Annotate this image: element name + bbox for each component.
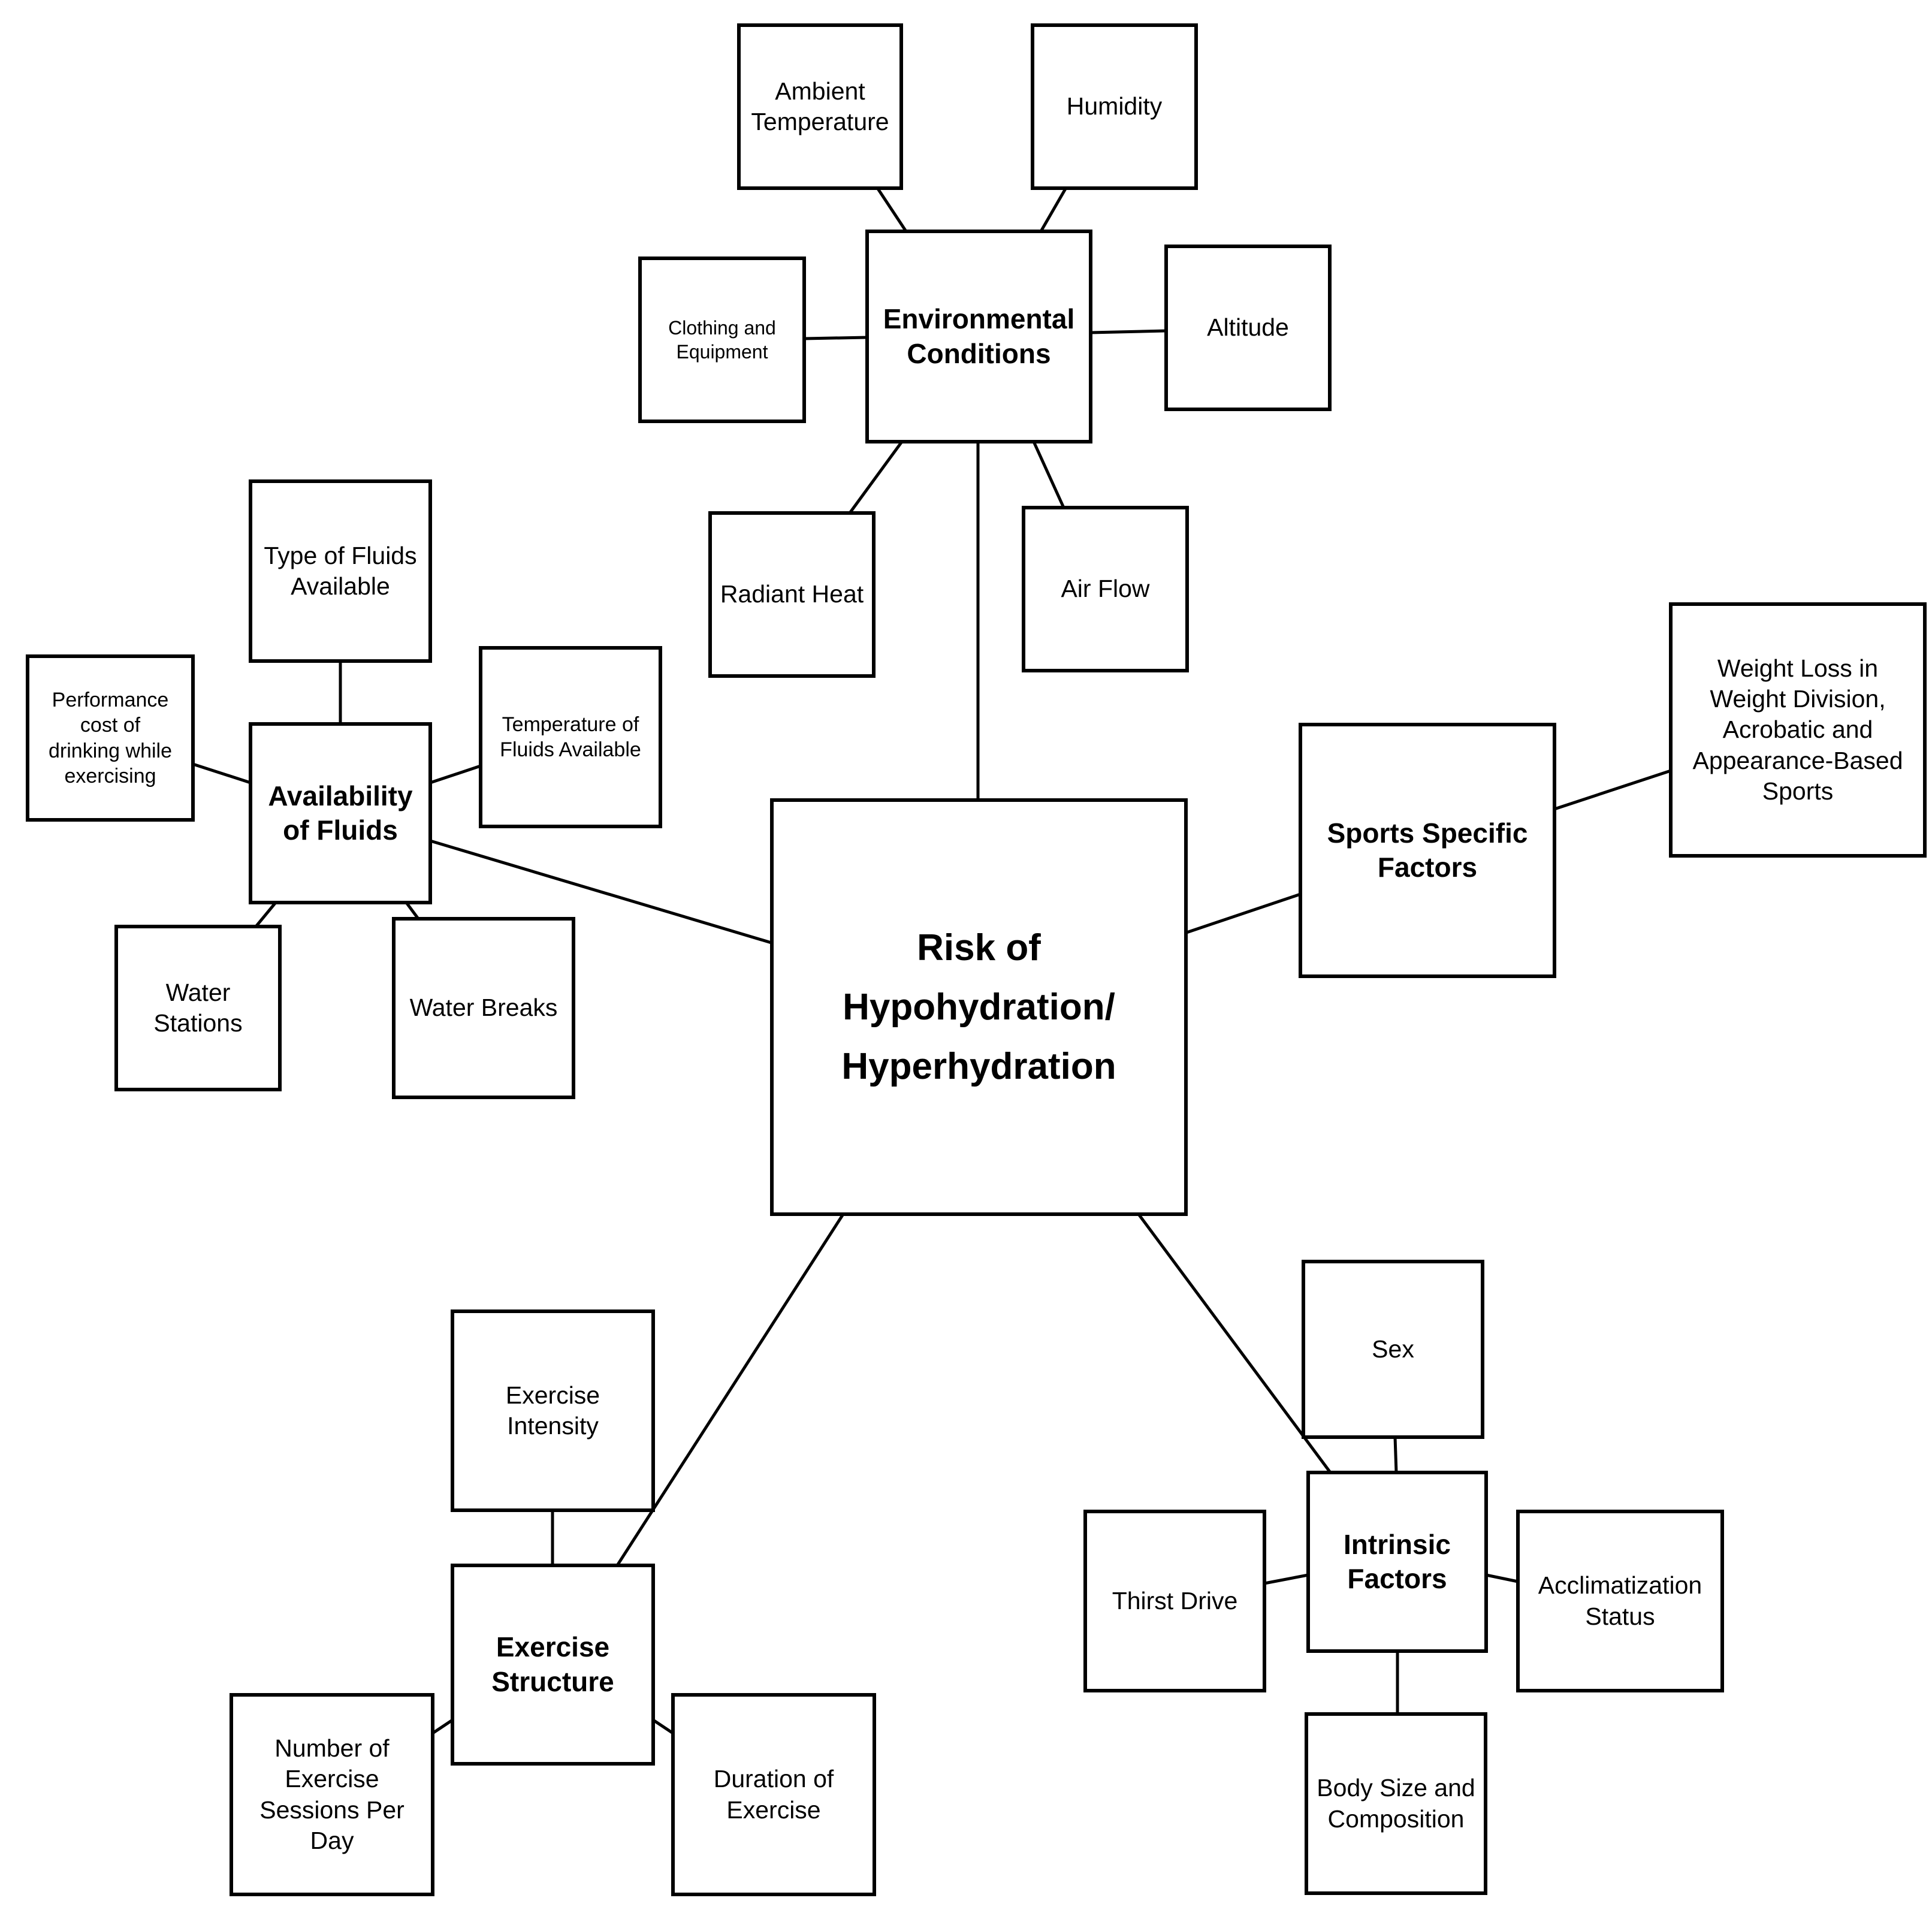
sex-node: Sex (1302, 1260, 1484, 1439)
humidity-node: Humidity (1031, 23, 1198, 190)
exercise-duration-label: Duration of Exercise (713, 1765, 834, 1824)
thirst-drive-node: Thirst Drive (1083, 1510, 1266, 1692)
humidity-label: Humidity (1066, 92, 1163, 120)
performance-cost-node: Performance cost of drinking while exerc… (26, 654, 195, 822)
acclimatization-status-node: Acclimatization Status (1516, 1510, 1724, 1692)
exercise-intensity-label: Exercise Intensity (505, 1381, 600, 1440)
connector-intrinsic-sex (1393, 1437, 1398, 1473)
type-of-fluids-label: Type of Fluids Available (264, 541, 417, 600)
exercise-structure-label: Exercise Structure (491, 1631, 614, 1697)
clothing-equipment-label: Clothing and Equipment (668, 317, 776, 363)
thirst-drive-label: Thirst Drive (1112, 1586, 1238, 1615)
ambient-temperature-label: Ambient Temperature (751, 77, 889, 135)
intrinsic-factors-node: Intrinsic Factors (1306, 1471, 1488, 1653)
connector-fluids-stations (255, 901, 277, 928)
connector-env-clothing (804, 336, 868, 340)
availability-of-fluids-label: Availability of Fluids (268, 780, 413, 846)
connector-exercise-sessions (431, 1718, 454, 1735)
connector-fluids-breaks (404, 901, 420, 920)
water-breaks-label: Water Breaks (409, 994, 558, 1022)
environmental-conditions-label: Environmental Conditions (883, 303, 1075, 369)
connector-fluids-performance (192, 762, 251, 784)
connector-env-radiant (848, 440, 904, 514)
body-size-composition-label: Body Size and Composition (1317, 1774, 1475, 1833)
water-stations-label: Water Stations (153, 978, 243, 1037)
altitude-label: Altitude (1207, 313, 1289, 342)
connector-intrinsic-acclimatization (1486, 1573, 1519, 1583)
connector-env-humidity (1039, 188, 1067, 233)
intrinsic-factors-label: Intrinsic Factors (1344, 1528, 1451, 1595)
temperature-of-fluids-label: Temperature of Fluids Available (500, 713, 641, 762)
weight-loss-label: Weight Loss in Weight Division, Acrobati… (1692, 654, 1903, 805)
exercise-structure-node: Exercise Structure (451, 1564, 655, 1766)
water-breaks-node: Water Breaks (392, 917, 575, 1099)
connector-fluids-temperature (430, 764, 481, 784)
performance-cost-label: Performance cost of drinking while exerc… (49, 688, 172, 788)
body-size-composition-node: Body Size and Composition (1305, 1712, 1487, 1895)
sports-specific-factors-label: Sports Specific Factors (1327, 817, 1528, 883)
center-node: Risk of Hypohydration/ Hyperhydration (770, 798, 1188, 1216)
exercise-intensity-node: Exercise Intensity (451, 1309, 655, 1512)
center-node-label: Risk of Hypohydration/ Hyperhydration (841, 927, 1116, 1088)
environmental-conditions-node: Environmental Conditions (865, 230, 1092, 443)
air-flow-label: Air Flow (1061, 575, 1150, 603)
connector-intrinsic-thirst (1264, 1573, 1309, 1585)
exercise-sessions-label: Number of Exercise Sessions Per Day (259, 1734, 404, 1854)
exercise-sessions-node: Number of Exercise Sessions Per Day (230, 1693, 434, 1896)
exercise-duration-node: Duration of Exercise (671, 1693, 876, 1896)
connector-sports-weightloss (1554, 769, 1671, 811)
water-stations-node: Water Stations (114, 925, 282, 1091)
sex-label: Sex (1372, 1335, 1414, 1363)
acclimatization-status-label: Acclimatization Status (1538, 1571, 1702, 1630)
radiant-heat-node: Radiant Heat (708, 511, 876, 678)
weight-loss-node: Weight Loss in Weight Division, Acrobati… (1669, 602, 1927, 858)
connector-exercise-duration (652, 1718, 674, 1735)
connector-env-altitude (1090, 329, 1167, 334)
connector-env-airflow (1032, 440, 1065, 509)
radiant-heat-label: Radiant Heat (720, 580, 864, 608)
temperature-of-fluids-node: Temperature of Fluids Available (479, 646, 662, 828)
connector-center-intrinsic (1137, 1213, 1332, 1474)
altitude-node: Altitude (1164, 245, 1332, 411)
connector-center-fluids (430, 839, 772, 945)
air-flow-node: Air Flow (1022, 506, 1189, 672)
sports-specific-factors-node: Sports Specific Factors (1299, 723, 1556, 978)
ambient-temperature-node: Ambient Temperature (737, 23, 903, 190)
availability-of-fluids-node: Availability of Fluids (249, 722, 432, 904)
type-of-fluids-node: Type of Fluids Available (249, 479, 432, 663)
clothing-equipment-node: Clothing and Equipment (638, 257, 806, 423)
connector-env-ambient (876, 188, 908, 233)
connector-center-sports (1186, 892, 1301, 934)
